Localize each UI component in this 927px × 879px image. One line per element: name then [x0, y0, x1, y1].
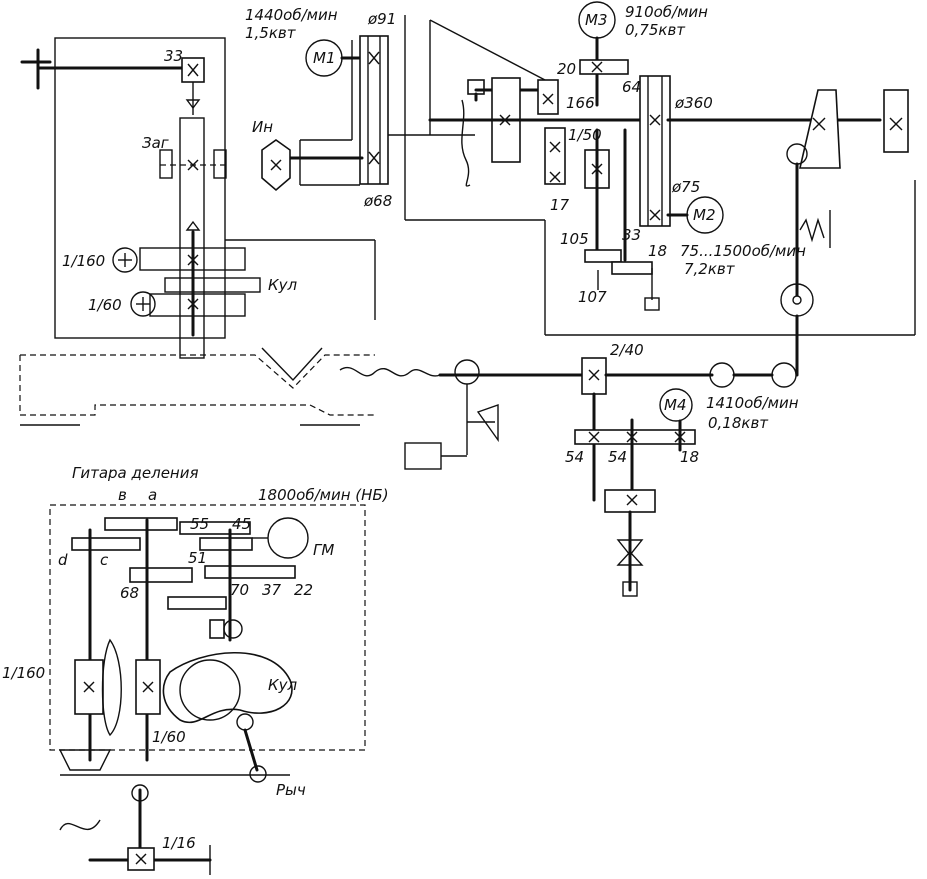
index-guitar	[49, 504, 366, 875]
gear-17-label: 17	[550, 196, 570, 214]
gear-18-label: 18	[648, 242, 667, 260]
pulley-d75-label: ø75	[671, 178, 700, 196]
main-drive	[428, 1, 916, 377]
tool-label: Ин	[252, 118, 273, 136]
m4-power-label: 0,18квт	[708, 414, 769, 432]
m2-power-label: 7,2квт	[684, 260, 736, 278]
motor-m3-label: М3	[585, 11, 608, 29]
gear-51-label: 51	[188, 549, 207, 567]
hm-speed-label: 1800об/мин (НБ)	[258, 486, 389, 504]
m3-speed-label: 910об/мин	[625, 3, 708, 21]
base-and-feed	[19, 347, 797, 597]
gear-a-label: а	[148, 486, 157, 504]
cam-top-label: Кул	[268, 276, 298, 294]
pulley-d360-label: ø360	[674, 94, 713, 112]
motor-m1-label: М1	[313, 49, 336, 67]
gear-68-label: 68	[120, 584, 139, 602]
worm-ratio-240-label: 2/40	[610, 341, 644, 359]
gear-55-label: 55	[190, 515, 209, 533]
worm-ratio-60-label: 1/60	[88, 296, 122, 314]
m4-speed-label: 1410об/мин	[706, 394, 799, 412]
lever-label: Рыч	[276, 781, 306, 799]
gear-33-label: 33	[164, 47, 183, 65]
pulley-d91-label: ø91	[367, 10, 396, 28]
gear-107-label: 107	[578, 288, 607, 306]
worm-ratio-160-label: 1/160	[62, 252, 105, 270]
worm-ratio-50-label: 1/50	[568, 126, 602, 144]
workpiece-label: Заг	[142, 134, 169, 152]
gear-37-label: 37	[262, 581, 282, 599]
workpiece-unit	[20, 37, 376, 359]
gear-54b-label: 54	[608, 448, 627, 466]
guitar-title: Гитара деления	[72, 464, 199, 482]
gear-18b-label: 18	[680, 448, 699, 466]
worm-ratio-16-label: 1/16	[162, 834, 196, 852]
gear-105-label: 105	[560, 230, 589, 248]
cam-bottom-label: Кул	[268, 676, 298, 694]
m2-speed-label: 75...1500об/мин	[680, 242, 806, 260]
gear-22-label: 22	[294, 581, 313, 599]
gear-b-label: в	[118, 486, 127, 504]
motor-m2-label: М2	[693, 206, 716, 224]
index-motor-m1	[261, 15, 546, 221]
gear-c-label: с	[100, 551, 109, 569]
gear-45-label: 45	[232, 515, 251, 533]
labels: 1440об/мин 1,5квт ø91 ø68 М1 Ин 33 Заг 1…	[2, 3, 806, 852]
m3-power-label: 0,75квт	[625, 21, 686, 39]
worm-ratio-160b-label: 1/160	[2, 664, 45, 682]
m1-speed-label: 1440об/мин	[245, 6, 338, 24]
gear-33b-label: 33	[622, 226, 641, 244]
m1-power-label: 1,5квт	[245, 24, 297, 42]
gear-54a-label: 54	[565, 448, 584, 466]
hydromotor-label: ГМ	[313, 541, 334, 559]
gear-64-label: 64	[622, 78, 641, 96]
gear-d-label: d	[58, 551, 68, 569]
pulley-d68-label: ø68	[363, 192, 392, 210]
motor-m4-label: М4	[664, 396, 687, 414]
worm-ratio-60b-label: 1/60	[152, 728, 186, 746]
gear-166-label: 166	[566, 94, 595, 112]
gear-20-label: 20	[557, 60, 576, 78]
gear-70-label: 70	[230, 581, 249, 599]
